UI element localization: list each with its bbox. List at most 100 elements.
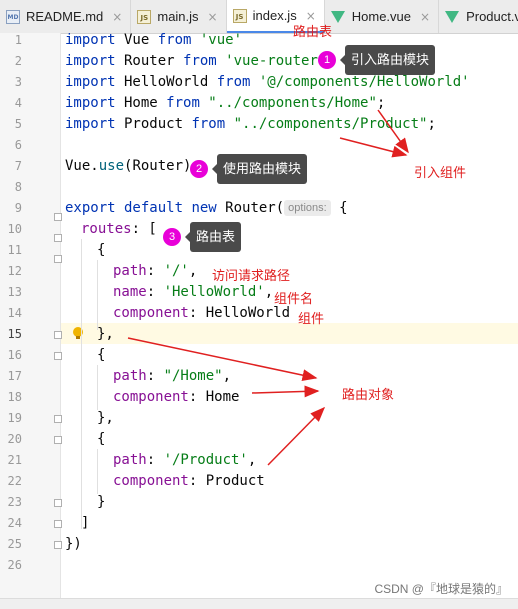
punctuation: ; — [427, 116, 436, 132]
close-icon[interactable]: × — [305, 8, 316, 23]
code-line-24[interactable]: ] — [81, 515, 90, 531]
property: component — [113, 473, 189, 489]
fold-toggle-icon[interactable] — [54, 415, 62, 423]
annotation-path: 访问请求路径 — [212, 268, 291, 283]
identifier: : Home — [188, 389, 240, 405]
tab-home-vue[interactable]: Home.vue × — [325, 0, 440, 33]
fold-toggle-icon[interactable] — [54, 520, 62, 528]
identifier: : HelloWorld — [188, 305, 291, 321]
line-number: 16 — [7, 348, 22, 362]
fold-toggle-icon[interactable] — [54, 352, 62, 360]
code-line-23[interactable]: } — [97, 494, 106, 510]
code-line-18[interactable]: component: Home — [113, 387, 239, 408]
annotation-import-components: 引入组件 — [414, 165, 467, 180]
code-line-15[interactable]: }, — [97, 326, 114, 342]
tab-label: Home.vue — [351, 9, 411, 24]
property: component — [113, 389, 189, 405]
method-call: use — [98, 158, 125, 174]
code-line-25[interactable]: }) — [65, 536, 82, 552]
fold-toggle-icon[interactable] — [54, 331, 62, 339]
step-badge-3: 3 — [163, 228, 181, 246]
property: path — [113, 452, 147, 468]
fold-toggle-icon[interactable] — [54, 436, 62, 444]
annotation-route-object: 路由对象 — [342, 387, 395, 402]
code-line-16[interactable]: { — [97, 347, 106, 363]
vue-file-icon — [330, 10, 345, 23]
code-line-22[interactable]: component: Product — [113, 471, 265, 492]
code-line-9[interactable]: export default new Router(options: { — [65, 198, 348, 219]
code-line-20[interactable]: { — [97, 431, 106, 447]
code-line-17[interactable]: path: "/Home", — [113, 366, 231, 387]
lightbulb-icon[interactable] — [73, 327, 83, 339]
horizontal-scrollbar[interactable] — [0, 598, 518, 609]
vue-file-icon — [445, 10, 460, 23]
string-literal: "../components/Product" — [225, 116, 428, 132]
tab-main-js[interactable]: JS main.js × — [131, 0, 227, 33]
line-number: 1 — [14, 33, 22, 47]
string-literal: 'HelloWorld' — [163, 284, 265, 300]
string-literal: "../components/Home" — [199, 95, 377, 111]
line-number: 20 — [7, 432, 22, 446]
identifier: (Router) — [124, 158, 192, 174]
identifier: Router( — [216, 200, 285, 216]
code-line-21[interactable]: path: '/Product', — [113, 450, 256, 471]
punctuation: { — [330, 200, 348, 216]
code-line-14[interactable]: component: HelloWorld — [113, 303, 290, 324]
editor-tab-bar: MD README.md × JS main.js × JS index.js … — [0, 0, 518, 34]
line-number: 25 — [7, 537, 22, 551]
line-number: 13 — [7, 285, 22, 299]
line-number: 5 — [14, 117, 22, 131]
fold-toggle-icon[interactable] — [54, 541, 62, 549]
fold-toggle-icon[interactable] — [54, 499, 62, 507]
line-number: 18 — [7, 390, 22, 404]
js-file-icon: JS — [232, 8, 247, 23]
md-file-icon: MD — [6, 9, 20, 24]
arrow-to-import-components — [339, 137, 408, 158]
close-icon[interactable]: × — [112, 9, 123, 24]
line-number: 4 — [14, 96, 22, 110]
close-icon[interactable]: × — [420, 9, 431, 24]
code-line-3[interactable]: import HelloWorld from '@/components/Hel… — [65, 72, 470, 93]
line-number: 9 — [14, 201, 22, 215]
step-badge-1: 1 — [318, 51, 336, 69]
code-line-7[interactable]: Vue.use(Router) — [65, 156, 191, 177]
line-number: 24 — [7, 516, 22, 530]
code-line-19[interactable]: }, — [97, 410, 114, 426]
tab-index-js[interactable]: JS index.js × — [226, 0, 325, 33]
fold-toggle-icon[interactable] — [54, 213, 62, 221]
code-line-11[interactable]: { — [97, 242, 106, 258]
string-literal: 'vue' — [191, 32, 243, 48]
arrow-to-route-object — [267, 406, 326, 466]
close-icon[interactable]: × — [207, 9, 218, 24]
keyword: from — [166, 95, 200, 111]
code-line-4[interactable]: import Home from "../components/Home"; — [65, 93, 385, 114]
identifier: HelloWorld — [115, 74, 217, 90]
fold-toggle-icon[interactable] — [54, 234, 62, 242]
callout-import-router: 引入路由模块 — [339, 45, 436, 75]
keyword: import — [65, 116, 116, 132]
annotation-name: 组件名 — [274, 291, 314, 306]
identifier: Vue — [115, 32, 158, 48]
line-number: 8 — [14, 180, 22, 194]
keyword: import — [65, 74, 116, 90]
code-line-12[interactable]: path: '/', — [113, 261, 197, 282]
code-line-5[interactable]: import Product from "../components/Produ… — [65, 114, 436, 135]
property: path — [113, 263, 147, 279]
property: path — [113, 368, 147, 384]
code-line-13[interactable]: name: 'HelloWorld', — [113, 282, 273, 303]
fold-toggle-icon[interactable] — [54, 255, 62, 263]
tab-label: index.js — [252, 8, 297, 23]
property: routes — [81, 221, 132, 237]
code-line-1[interactable]: import Vue from 'vue' — [65, 30, 242, 51]
tab-product-vue[interactable]: Product.vue — [439, 0, 518, 33]
code-line-10[interactable]: routes: [ — [81, 219, 157, 240]
code-line-2[interactable]: import Router from 'vue-router' — [65, 51, 326, 72]
line-number: 2 — [14, 54, 22, 68]
annotation-route-table-top: 路由表 — [293, 24, 333, 39]
line-number: 7 — [14, 159, 22, 173]
identifier: : Product — [188, 473, 265, 489]
string-literal: '/Product' — [163, 452, 248, 468]
tab-readme-md[interactable]: MD README.md × — [0, 0, 132, 33]
js-file-icon: JS — [137, 9, 152, 24]
